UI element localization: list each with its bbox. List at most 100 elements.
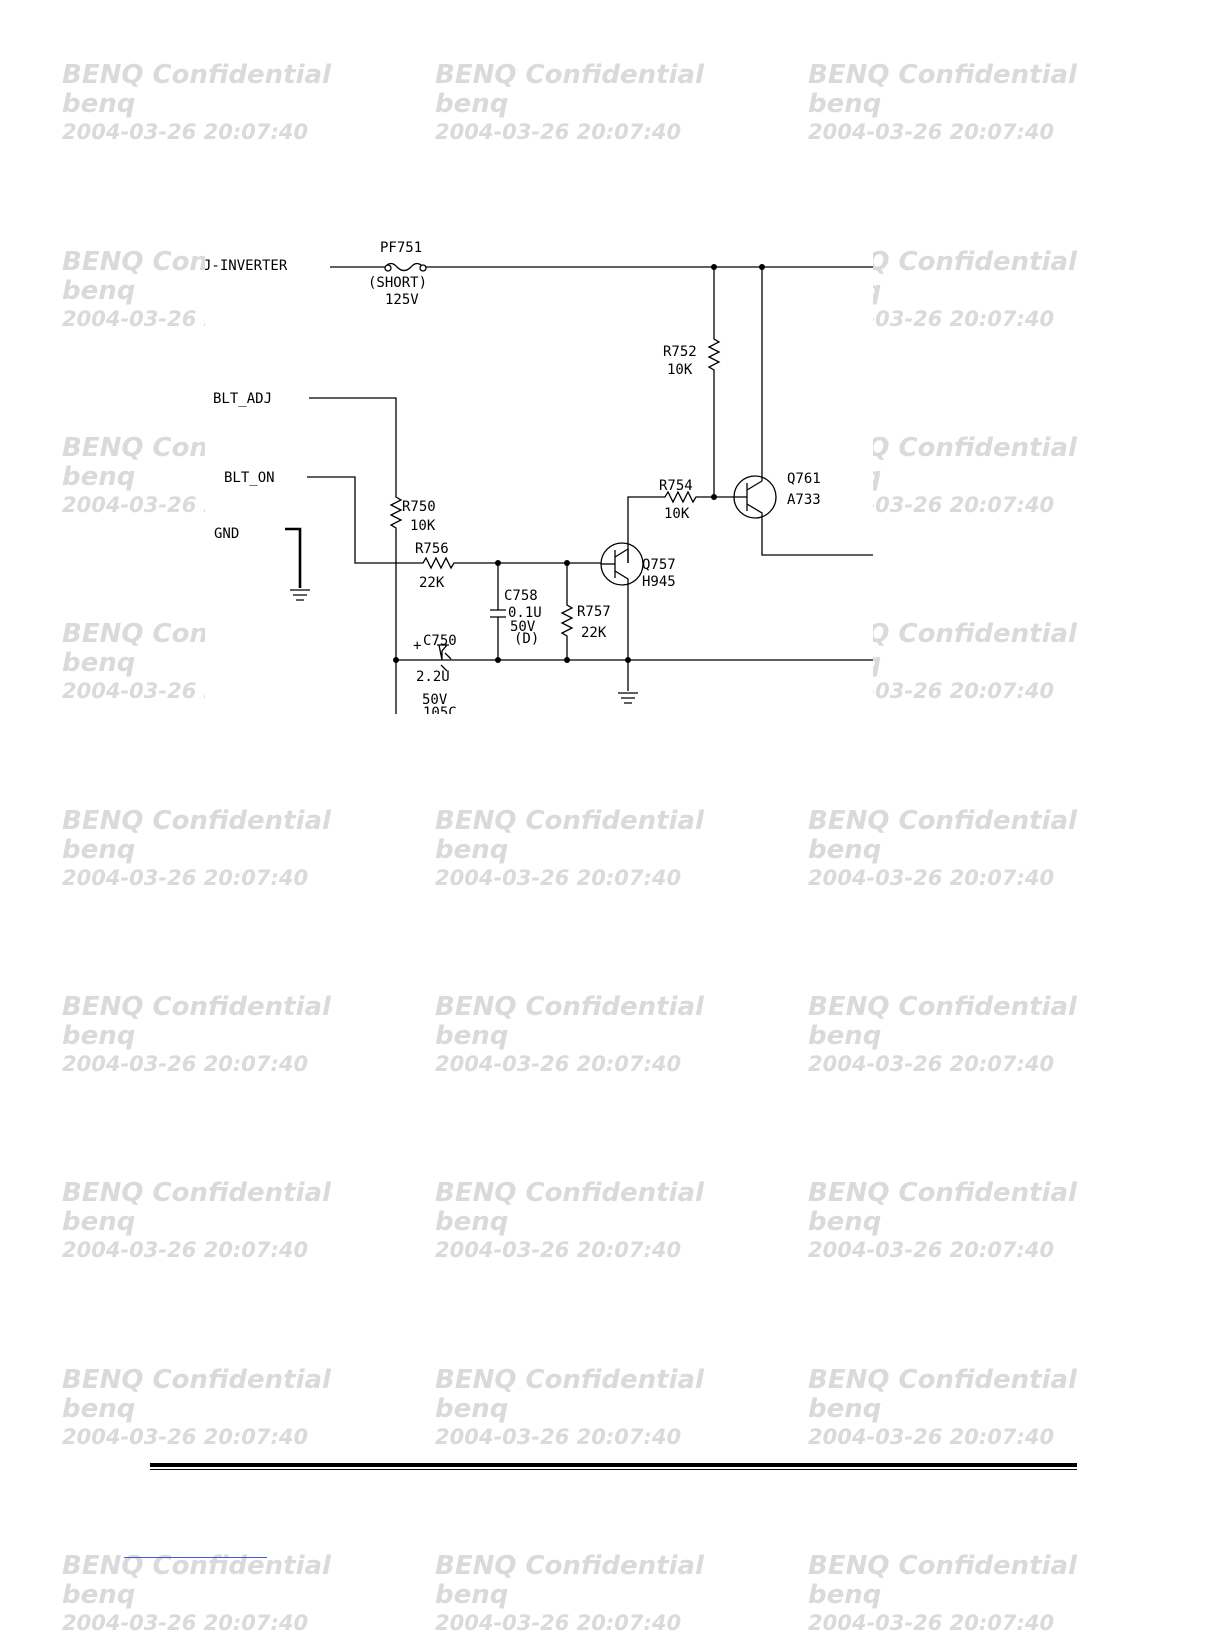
watermark-line-1: BENQ Confidential (62, 992, 331, 1022)
watermark-line-2: benq (435, 835, 509, 865)
watermark-line-1: BENQ Confidential (435, 60, 704, 90)
gnd-symbol-right (618, 660, 638, 704)
c758-type: (D) (514, 631, 539, 647)
watermark-line-1: BENQ Confidential (808, 806, 1077, 836)
watermark-line-2: benq (808, 89, 882, 119)
watermark-line-2: benq (62, 1394, 136, 1424)
watermark-line-2: benq (62, 1580, 136, 1610)
watermark-line-1: BENQ Confidential (435, 1365, 704, 1395)
net-label-gnd: GND (214, 526, 239, 542)
c758-capacitor (490, 563, 506, 660)
watermark-line-1: BENQ Confidential (62, 806, 331, 836)
watermark-line-3: 2004-03-26 20:07:40 (62, 1052, 309, 1076)
watermark-line-1: BENQ Confidential (435, 1178, 704, 1208)
watermark-line-3: 2004-03-26 20:07:40 (808, 1611, 1055, 1635)
r752-value: 10K (667, 362, 693, 378)
fuse-terminal-left (384, 264, 392, 272)
c758-voltage: 50V (510, 619, 536, 635)
watermark-line-2: benq (808, 835, 882, 865)
r754-resistor-wire (627, 490, 735, 563)
r756-value: 22K (419, 575, 445, 591)
watermark-line-2: benq (435, 89, 509, 119)
watermark-line-2: benq (808, 1580, 882, 1610)
fuse-value: (SHORT) (368, 275, 427, 291)
q761-part: A733 (787, 492, 821, 508)
footer-rule-thick (150, 1463, 1077, 1467)
watermark-line-1: BENQ Confidential (62, 60, 331, 90)
watermark-line-2: benq (62, 276, 136, 306)
q757-collector-lead (614, 547, 629, 563)
r754-ref: R754 (659, 478, 693, 494)
watermark-line-3: 2004-03-26 20:07:40 (62, 1611, 309, 1635)
watermark-line-3: 2004-03-26 20:07:40 (808, 120, 1055, 144)
footer-rule-thin (150, 1469, 1077, 1470)
c758-ref: C758 (504, 588, 538, 604)
c758-value: 0.1U (508, 605, 542, 621)
watermark-line-3: 2004-03-26 20:07:40 (435, 1611, 682, 1635)
r754-value: 10K (664, 506, 690, 522)
net-label-blt-adj: BLT_ADJ (213, 391, 272, 407)
watermark-line-2: benq (62, 89, 136, 119)
watermark-line-2: benq (808, 1394, 882, 1424)
r757-value: 22K (581, 625, 607, 641)
fuse-terminal-right (419, 264, 427, 272)
net-label-blt-on: BLT_ON (224, 470, 275, 486)
schematic-svg: J-INVERTER PF751 (SHORT) 125V R752 10K B… (205, 240, 873, 714)
c750-plus-sign: + (413, 638, 421, 654)
r757-resistor-wire (560, 563, 574, 660)
watermark-line-2: benq (808, 1207, 882, 1237)
q761-collector-wire (746, 503, 873, 556)
gnd-symbol-left (290, 589, 310, 601)
r750-ref: R750 (402, 499, 436, 515)
schematic-diagram: J-INVERTER PF751 (SHORT) 125V R752 10K B… (205, 233, 873, 714)
watermark-line-2: benq (62, 835, 136, 865)
c750-temp: 105C (423, 705, 457, 714)
watermark-line-2: benq (62, 462, 136, 492)
watermark-line-2: benq (62, 648, 136, 678)
gnd-wire (285, 527, 302, 588)
watermark-line-1: BENQ Confidential (62, 1365, 331, 1395)
junction-dots (393, 264, 765, 663)
r752-ref: R752 (663, 344, 697, 360)
watermark-line-3: 2004-03-26 20:07:40 (435, 1425, 682, 1449)
watermark-line-1: BENQ Confidential (808, 60, 1077, 90)
watermark-line-1: BENQ Confidential (808, 1365, 1077, 1395)
net-label-inverter: J-INVERTER (205, 258, 288, 274)
watermark-line-3: 2004-03-26 20:07:40 (62, 1425, 309, 1449)
q761-emitter-lead (746, 480, 763, 491)
watermark-line-1: BENQ Confidential (62, 1178, 331, 1208)
watermark-line-3: 2004-03-26 20:07:40 (808, 1238, 1055, 1262)
watermark-line-3: 2004-03-26 20:07:40 (808, 866, 1055, 890)
watermark-line-3: 2004-03-26 20:07:40 (808, 1052, 1055, 1076)
watermark-line-1: BENQ Confidential (808, 1178, 1077, 1208)
c750-capacitor (437, 644, 449, 661)
watermark-line-3: 2004-03-26 20:07:40 (62, 1238, 309, 1262)
q761-ref: Q761 (787, 471, 821, 487)
watermark-line-3: 2004-03-26 20:07:40 (435, 1238, 682, 1262)
c750-ref: C750 (423, 633, 457, 649)
blt-adj-r750-wire (309, 397, 403, 714)
q757-part: H945 (642, 574, 676, 590)
footer-link-underline[interactable] (124, 1557, 267, 1558)
watermark-line-2: benq (62, 1207, 136, 1237)
watermark-line-1: BENQ Confidential (435, 806, 704, 836)
watermark-line-2: benq (62, 1021, 136, 1051)
watermark-line-3: 2004-03-26 20:07:40 (62, 120, 309, 144)
fuse-symbol (384, 262, 427, 272)
watermark-line-3: 2004-03-26 20:07:40 (62, 866, 309, 890)
q757-ref: Q757 (642, 557, 676, 573)
watermark-line-2: benq (435, 1394, 509, 1424)
c750-voltage: 50V (422, 692, 448, 708)
